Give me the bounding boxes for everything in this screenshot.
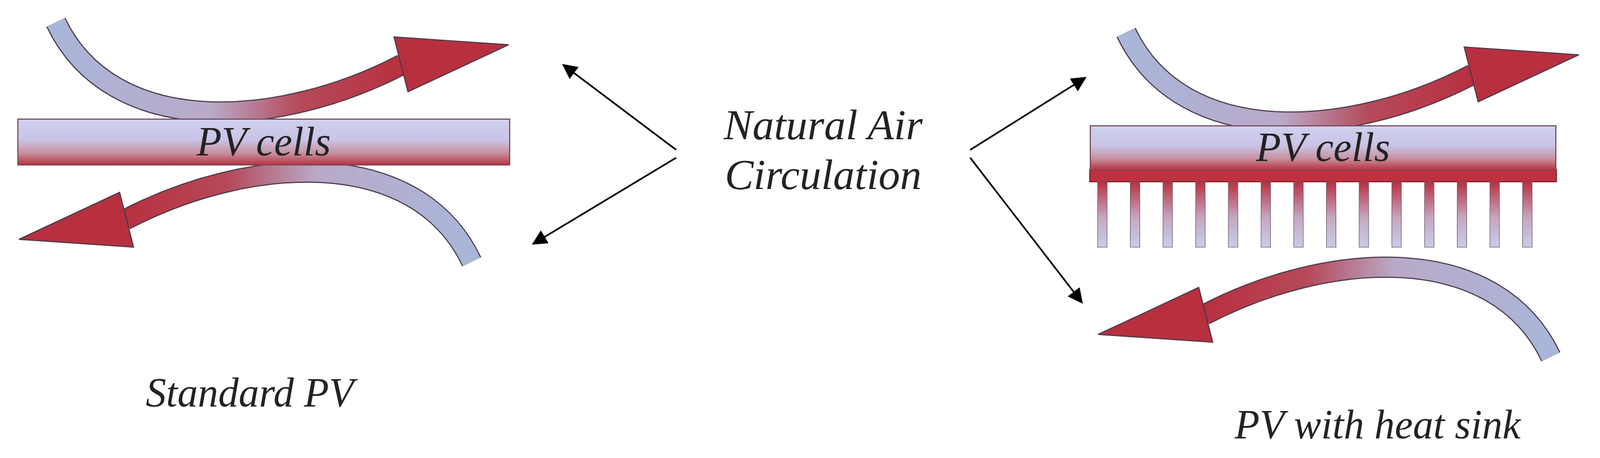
caption-label: Standard PV xyxy=(54,369,446,417)
panel-label: PV cells xyxy=(196,119,331,165)
pv-cell-panel: PV cells xyxy=(17,118,511,166)
air-flow-arrow xyxy=(1126,32,1579,122)
air-flow-arrow xyxy=(19,172,472,262)
air-flow-arrow xyxy=(1098,267,1551,357)
callout-label: Natural Air Circulation xyxy=(683,100,963,199)
panel-label: PV cells xyxy=(1256,125,1391,170)
caption-label: PV with heat sink xyxy=(1165,401,1590,449)
heat-sink-fins xyxy=(1097,181,1533,248)
air-flow-arrow xyxy=(55,22,509,112)
pv-cell-panel: PV cells xyxy=(1089,125,1557,171)
leader-lines xyxy=(533,64,1086,303)
heat-sink-base xyxy=(1089,169,1557,182)
